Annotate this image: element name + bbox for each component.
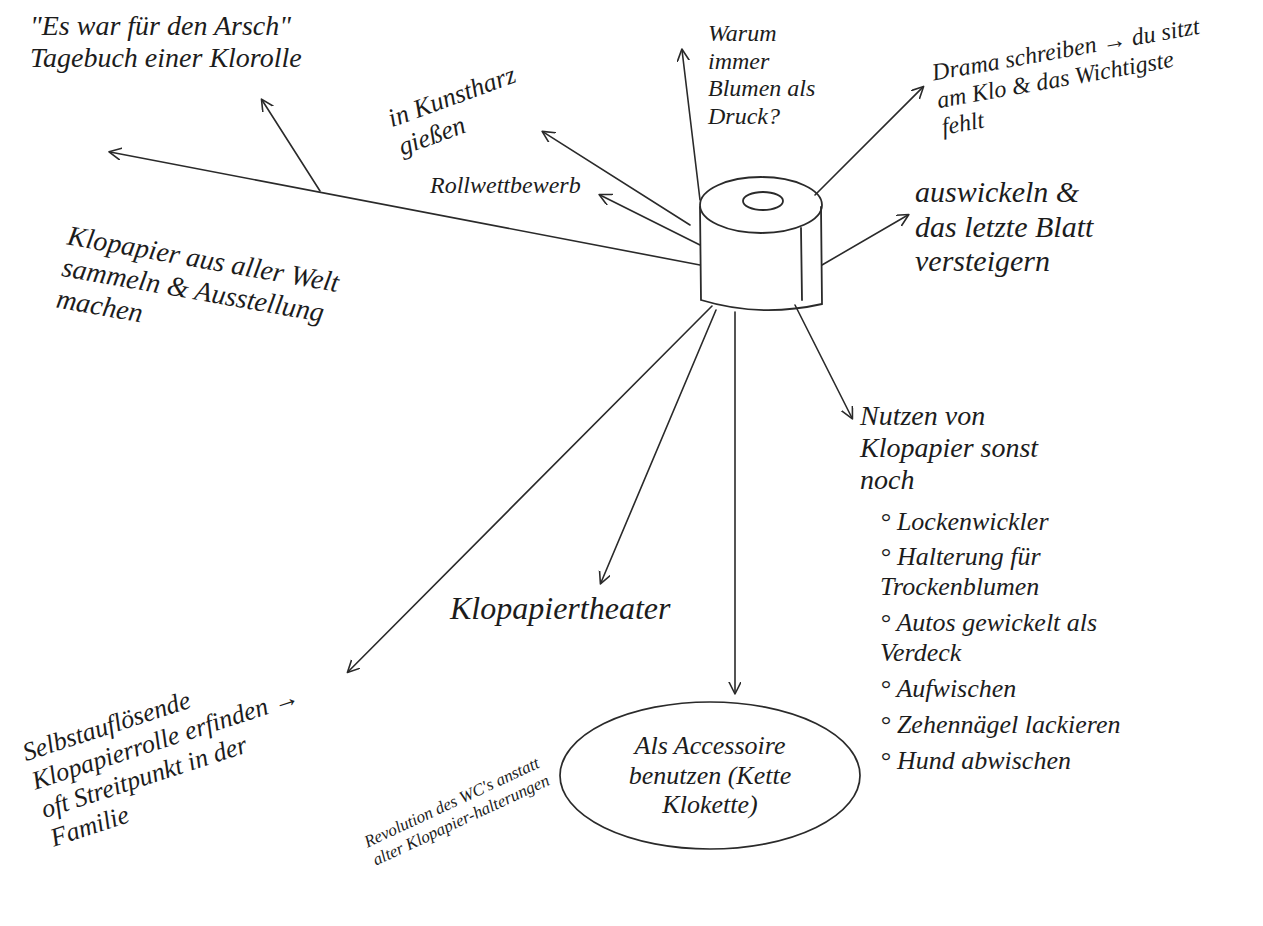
idea-note: Rollwettbewerb bbox=[430, 172, 581, 200]
idea-note: in Kunstharz gießen bbox=[384, 58, 536, 162]
branch-arrow bbox=[262, 100, 320, 191]
idea-note: Revolution des WC's anstatt alter Klopap… bbox=[361, 750, 559, 870]
list-item: ° Halterung für Trockenblumen bbox=[880, 542, 1160, 602]
node-text: Als Accessoire benutzen (Kette Klokette) bbox=[610, 731, 810, 821]
list-item: ° Hund abwischen bbox=[880, 746, 1160, 776]
idea-note: auswickeln & das letzte Blatt versteiger… bbox=[915, 175, 1095, 279]
branch-arrow bbox=[822, 215, 908, 265]
branch-arrow bbox=[815, 87, 923, 195]
idea-note: Warum immer Blumen als Druck? bbox=[708, 20, 838, 130]
branch-arrow bbox=[682, 50, 700, 200]
list-heading: Nutzen von Klopapier sonst noch bbox=[860, 400, 1060, 497]
arrow-group bbox=[110, 50, 923, 693]
branch-arrow bbox=[795, 305, 852, 418]
branch-arrow bbox=[601, 310, 716, 583]
idea-ellipse: Als Accessoire benutzen (Kette Klokette) bbox=[558, 700, 862, 851]
list-item: ° Autos gewickelt als Verdeck bbox=[880, 608, 1160, 668]
uses-list: Nutzen von Klopapier sonst noch ° Lockenw… bbox=[860, 400, 1160, 782]
idea-note: Drama schreiben → du sitzt am Klo & das … bbox=[930, 11, 1220, 141]
idea-note: "Es war für den Arsch" Tagebuch einer Kl… bbox=[30, 10, 330, 74]
idea-note: Klopapiertheater bbox=[450, 590, 670, 627]
branch-arrow bbox=[600, 195, 700, 245]
idea-note: Selbstauflösende Klopapierrolle erfinden… bbox=[19, 647, 341, 853]
branch-arrow bbox=[734, 312, 736, 693]
ellipse-shape bbox=[560, 702, 860, 849]
list-item: ° Aufwischen bbox=[880, 674, 1160, 704]
toilet-roll-drawing bbox=[700, 177, 822, 310]
branch-arrow bbox=[348, 306, 712, 672]
list-item: ° Zehennägel lackieren bbox=[880, 710, 1160, 740]
list-item: ° Lockenwickler bbox=[880, 507, 1160, 537]
idea-note: Klopapier aus aller Welt sammeln & Ausst… bbox=[54, 220, 366, 367]
